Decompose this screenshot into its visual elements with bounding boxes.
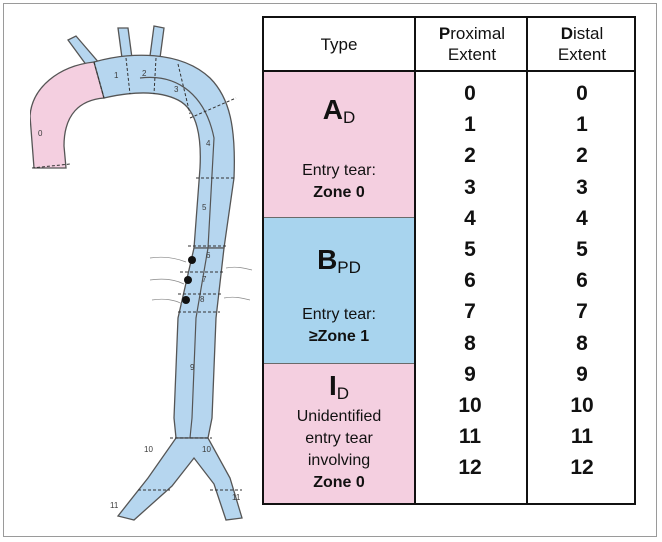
entry-tear-note: Entry tear:≥Zone 1 [302, 306, 376, 345]
distal-zone: 5 [576, 237, 588, 261]
zone-label: 11 [110, 501, 119, 510]
proximal-zone: 1 [464, 113, 476, 137]
proximal-zone: 7 [464, 300, 476, 324]
distal-zone: 3 [576, 175, 588, 199]
type-cell-a-d: AD Entry tear:Zone 0 [264, 72, 414, 217]
distal-zone: 2 [576, 144, 588, 168]
proximal-zone: 9 [464, 362, 476, 386]
proximal-zone: 0 [464, 82, 476, 105]
column-divider [414, 70, 416, 503]
proximal-zone: 12 [458, 456, 482, 480]
descending-aorta [173, 247, 225, 439]
zone-label: 2 [142, 69, 147, 78]
distal-zone: 11 [570, 425, 594, 449]
type-cell-i-d: ID Unidentified entry tear involving Zon… [264, 363, 414, 503]
type-cell-b-pd: BPD Entry tear:≥Zone 1 [264, 217, 414, 363]
zone-labels: 0 1 2 3 4 5 6 7 8 9 10 10 11 11 [38, 69, 241, 510]
aortic-arch [93, 54, 235, 249]
distal-zone: 4 [576, 206, 588, 230]
zone-label: 6 [206, 251, 211, 260]
branch-ostia [182, 256, 196, 304]
distal-zone: 0 [576, 82, 588, 105]
header-divider [264, 70, 634, 72]
zone-label: 7 [202, 275, 207, 284]
zone-label: 9 [190, 363, 195, 372]
arch-branch-vessels [67, 25, 165, 71]
zone-label: 11 [232, 493, 241, 502]
class-label: AD [322, 94, 356, 127]
proximal-zone: 8 [464, 331, 476, 355]
entry-tear-note: Entry tear:Zone 0 [302, 162, 376, 201]
distal-zone: 8 [576, 331, 588, 355]
class-label: BPD [317, 244, 361, 277]
distal-zone: 12 [570, 456, 594, 480]
distal-zone: 1 [576, 113, 588, 137]
iliac-arteries [116, 437, 243, 521]
zone-label: 5 [202, 203, 207, 212]
figure-frame [3, 3, 657, 537]
proximal-zone: 11 [458, 425, 482, 449]
zone-label: 3 [174, 85, 179, 94]
distal-zone: 9 [576, 362, 588, 386]
column-divider [526, 70, 528, 503]
proximal-zone: 6 [464, 269, 476, 293]
class-label: ID [328, 370, 350, 403]
zone-label: 10 [144, 445, 153, 454]
proximal-zone: 5 [464, 237, 476, 261]
zone-label: 10 [202, 445, 211, 454]
proximal-extent-column: 0 1 2 3 4 5 6 7 8 9 10 11 12 [416, 78, 524, 483]
proximal-zone: 2 [464, 144, 476, 168]
proximal-zone: 4 [464, 206, 476, 230]
dissection-flap [139, 76, 215, 439]
distal-zone: 10 [570, 393, 594, 417]
hatching [149, 256, 253, 305]
proximal-zone: 3 [464, 175, 476, 199]
zone-boundaries [31, 57, 242, 491]
entry-tear-note: Unidentified entry tear involving Zone 0 [296, 408, 382, 491]
aorta-zone-diagram: 0 1 2 3 4 5 6 7 8 9 10 10 11 11 [30, 25, 253, 521]
distal-zone: 6 [576, 269, 588, 293]
zone-label: 1 [114, 71, 119, 80]
distal-extent-column: 0 1 2 3 4 5 6 7 8 9 10 11 12 [528, 78, 636, 483]
proximal-zone: 10 [458, 393, 482, 417]
zone-label: 0 [38, 129, 43, 138]
zone-label: 8 [200, 295, 205, 304]
ascending-aorta [30, 61, 105, 169]
header-type: Type [320, 34, 358, 54]
zone-label: 4 [206, 139, 211, 148]
distal-zone: 7 [576, 300, 588, 324]
